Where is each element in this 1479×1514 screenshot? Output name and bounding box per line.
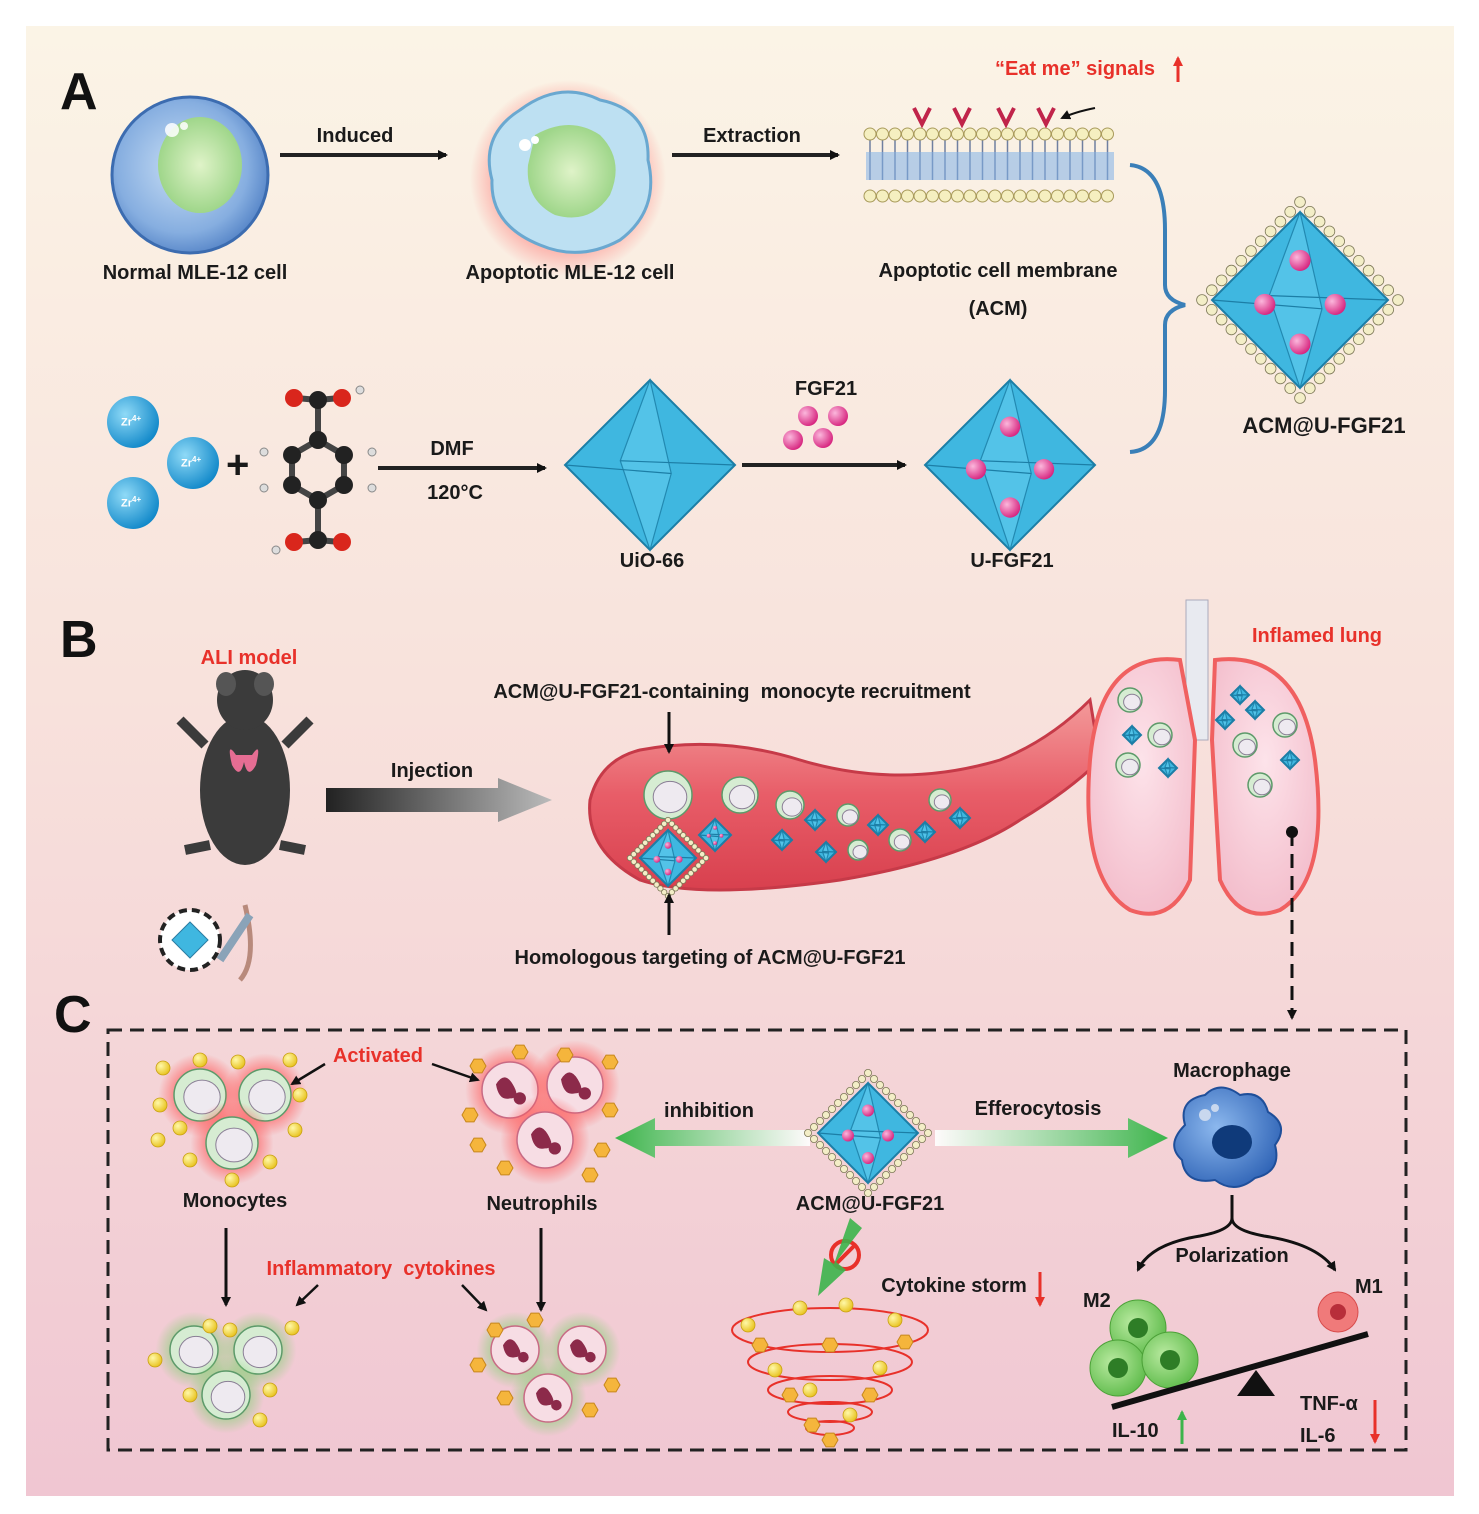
activated-label: Activated — [333, 1045, 423, 1068]
fgf21-label: FGF21 — [795, 378, 857, 401]
temperature-label: 120°C — [427, 482, 483, 505]
membrane-label-line1: Apoptotic cell membrane — [879, 260, 1118, 283]
efferocytosis-label: Efferocytosis — [975, 1098, 1102, 1121]
recruitment-label: ACM@U-FGF21-containing monocyte recruitm… — [493, 681, 970, 704]
normal-cell-icon — [112, 97, 268, 253]
acm-u-fgf21-label: ACM@U-FGF21 — [1242, 413, 1405, 439]
zr-ion-label-1: Zr4+ — [121, 414, 141, 429]
inflamed-lung-label: Inflamed lung — [1252, 625, 1382, 648]
panel-label-c: C — [54, 985, 92, 1045]
cytokine-storm-label: Cytokine storm — [881, 1275, 1027, 1298]
macrophage-icon — [1174, 1088, 1281, 1188]
monocytes-label: Monocytes — [183, 1190, 287, 1213]
nanoparticle-label: ACM@U-FGF21 — [796, 1193, 944, 1216]
il6-label: IL-6 — [1300, 1425, 1336, 1448]
inhibition-label: inhibition — [664, 1100, 754, 1123]
m1-macrophage-icon — [1318, 1292, 1358, 1332]
polarization-label: Polarization — [1175, 1245, 1288, 1268]
panel-label-b: B — [60, 610, 98, 670]
normal-cell-label: Normal MLE-12 cell — [103, 262, 288, 285]
injection-label: Injection — [391, 760, 473, 783]
zr-ion-label-3: Zr4+ — [121, 495, 141, 510]
macrophage-label: Macrophage — [1173, 1060, 1291, 1083]
membrane-label-line2: (ACM) — [969, 298, 1028, 321]
u-fgf21-label: U-FGF21 — [970, 550, 1053, 573]
targeting-label: Homologous targeting of ACM@U-FGF21 — [515, 947, 906, 970]
uio66-label: UiO-66 — [620, 550, 684, 573]
tnfa-label: TNF-α — [1300, 1393, 1358, 1416]
zr-ion-label-2: Zr4+ — [181, 455, 201, 470]
m1-label: M1 — [1355, 1276, 1383, 1299]
eat-me-signals-label: “Eat me” signals — [995, 58, 1155, 81]
apoptotic-cell-label: Apoptotic MLE-12 cell — [466, 262, 675, 285]
neutrophils-label: Neutrophils — [486, 1193, 597, 1216]
ali-model-label: ALI model — [201, 647, 298, 670]
il10-label: IL-10 — [1112, 1420, 1159, 1443]
induced-label: Induced — [317, 125, 394, 148]
inflammatory-cytokines-label: Inflammatory cytokines — [267, 1258, 496, 1281]
apoptotic-cell-icon — [470, 80, 666, 276]
m2-label: M2 — [1083, 1290, 1111, 1313]
extraction-label: Extraction — [703, 125, 801, 148]
dmf-label: DMF — [430, 438, 473, 461]
zoom-origin-dot — [1286, 826, 1298, 838]
plus-sign: + — [226, 443, 249, 488]
panel-label-a: A — [60, 62, 98, 122]
